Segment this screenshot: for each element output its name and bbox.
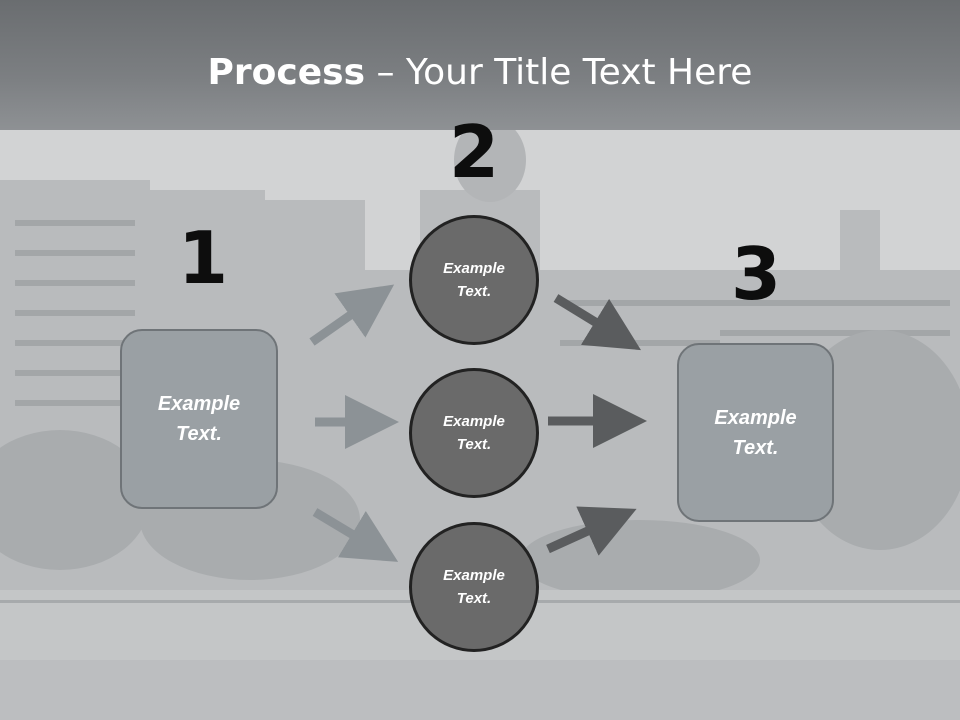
- circle-top-line1: Example: [443, 260, 505, 277]
- arrow-down-right: [553, 294, 642, 351]
- left-box-line1: Example: [157, 393, 241, 415]
- arrow-up-left: [309, 284, 395, 346]
- slide-title: Process – Your Title Text Here: [0, 52, 960, 93]
- step-number-1: 1: [178, 216, 229, 300]
- right-text-box: Example Text.: [677, 343, 834, 522]
- right-box-line1: Example: [714, 406, 797, 429]
- circle-top-line2: Text.: [456, 283, 492, 300]
- step-number-2: 2: [449, 110, 500, 194]
- step-number-3: 3: [731, 232, 782, 316]
- circle-bottom: Example Text.: [409, 522, 539, 652]
- circle-middle: Example Text.: [409, 368, 539, 498]
- circle-middle-line1: Example: [443, 413, 505, 430]
- circle-middle-line2: Text.: [456, 436, 492, 453]
- arrow-down-left: [312, 508, 399, 562]
- title-bold: Process: [207, 52, 366, 93]
- circle-bottom-line1: Example: [443, 567, 505, 584]
- header-band: [0, 0, 960, 130]
- arrow-up-right: [546, 506, 637, 556]
- circle-top: Example Text.: [409, 215, 539, 345]
- title-rest: – Your Title Text Here: [365, 52, 753, 93]
- right-box-line2: Text.: [732, 436, 779, 459]
- left-box-line2: Text.: [176, 423, 222, 445]
- circle-bottom-line2: Text.: [456, 590, 492, 607]
- left-text-box: Example Text.: [120, 329, 278, 509]
